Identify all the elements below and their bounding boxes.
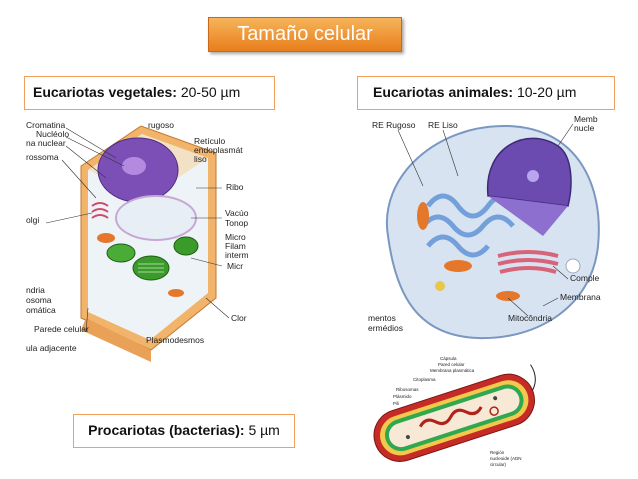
svg-text:Memb: Memb: [574, 116, 598, 124]
svg-text:Pili: Pili: [393, 401, 399, 406]
svg-text:Membrana: Membrana: [560, 292, 601, 302]
svg-text:nucleoide (ADN: nucleoide (ADN: [490, 456, 522, 461]
label-cromatina: Cromatina: [26, 120, 65, 130]
svg-text:RE Rugoso: RE Rugoso: [372, 120, 416, 130]
svg-text:Mitocôndria: Mitocôndria: [508, 313, 552, 323]
svg-text:Micr: Micr: [227, 261, 243, 271]
svg-text:Clor: Clor: [231, 313, 247, 323]
svg-text:Vacúo: Vacúo: [225, 208, 249, 218]
svg-text:endoplasmát: endoplasmát: [194, 145, 243, 155]
animal-cell-illustration: RE Rugoso RE Liso Memb nucle Comple Memb…: [368, 116, 601, 340]
svg-text:rugoso: rugoso: [148, 120, 174, 130]
prokaryote-label: Procariotas (bacterias):: [88, 422, 245, 438]
plant-cell-size: 20-50 µm: [180, 84, 241, 100]
svg-text:ermédios: ermédios: [368, 323, 403, 333]
prokaryote-size: 5 µm: [248, 422, 280, 438]
animal-cell-size: 10-20 µm: [516, 84, 577, 100]
svg-text:Pared celular: Pared celular: [438, 362, 465, 367]
svg-text:circular): circular): [490, 462, 507, 467]
svg-text:osoma: osoma: [26, 295, 52, 305]
svg-text:omática: omática: [26, 305, 56, 315]
svg-text:Micro: Micro: [225, 232, 246, 242]
plant-cell-size-box: Eucariotas vegetales: 20-50 µm: [24, 76, 275, 110]
svg-text:na nuclear: na nuclear: [26, 138, 66, 148]
animal-cell-size-box: Eucariotas animales: 10-20 µm: [357, 76, 615, 110]
svg-text:Cápsula: Cápsula: [440, 356, 457, 361]
svg-text:Plasmodesmos: Plasmodesmos: [146, 335, 204, 345]
slide-title: Tamaño celular: [208, 17, 402, 52]
svg-text:olgi: olgi: [26, 215, 39, 225]
svg-text:nucle: nucle: [574, 123, 595, 133]
svg-text:Membrana plasmática: Membrana plasmática: [430, 368, 475, 373]
plant-cell-illustration: Cromatina Nucléolo na nuclear rossoma ru…: [26, 120, 249, 362]
svg-text:Filam: Filam: [225, 241, 246, 251]
svg-text:Parede celular: Parede celular: [34, 324, 89, 334]
svg-text:Ribosomas: Ribosomas: [396, 387, 419, 392]
svg-text:Retículo: Retículo: [194, 136, 225, 146]
animal-cell-label: Eucariotas animales:: [373, 84, 514, 100]
svg-text:Comple: Comple: [570, 273, 600, 283]
bacterium-illustration: Cápsula Pared celular Membrana plasmátic…: [373, 356, 536, 467]
plant-cell-label: Eucariotas vegetales:: [33, 84, 177, 100]
svg-text:interm: interm: [225, 250, 249, 260]
svg-text:RE Liso: RE Liso: [428, 120, 458, 130]
svg-text:Nucléolo: Nucléolo: [36, 129, 69, 139]
prokaryote-size-box: Procariotas (bacterias): 5 µm: [73, 414, 295, 448]
svg-text:rossoma: rossoma: [26, 152, 59, 162]
svg-text:ndria: ndria: [26, 285, 45, 295]
svg-text:Citoplasma: Citoplasma: [413, 377, 436, 382]
svg-text:Tonop: Tonop: [225, 218, 248, 228]
svg-text:Ribo: Ribo: [226, 182, 244, 192]
svg-text:Región: Región: [490, 450, 505, 455]
svg-text:liso: liso: [194, 154, 207, 164]
svg-text:Plásmido: Plásmido: [393, 394, 412, 399]
svg-text:mentos: mentos: [368, 313, 396, 323]
svg-text:ula adjacente: ula adjacente: [26, 343, 77, 353]
